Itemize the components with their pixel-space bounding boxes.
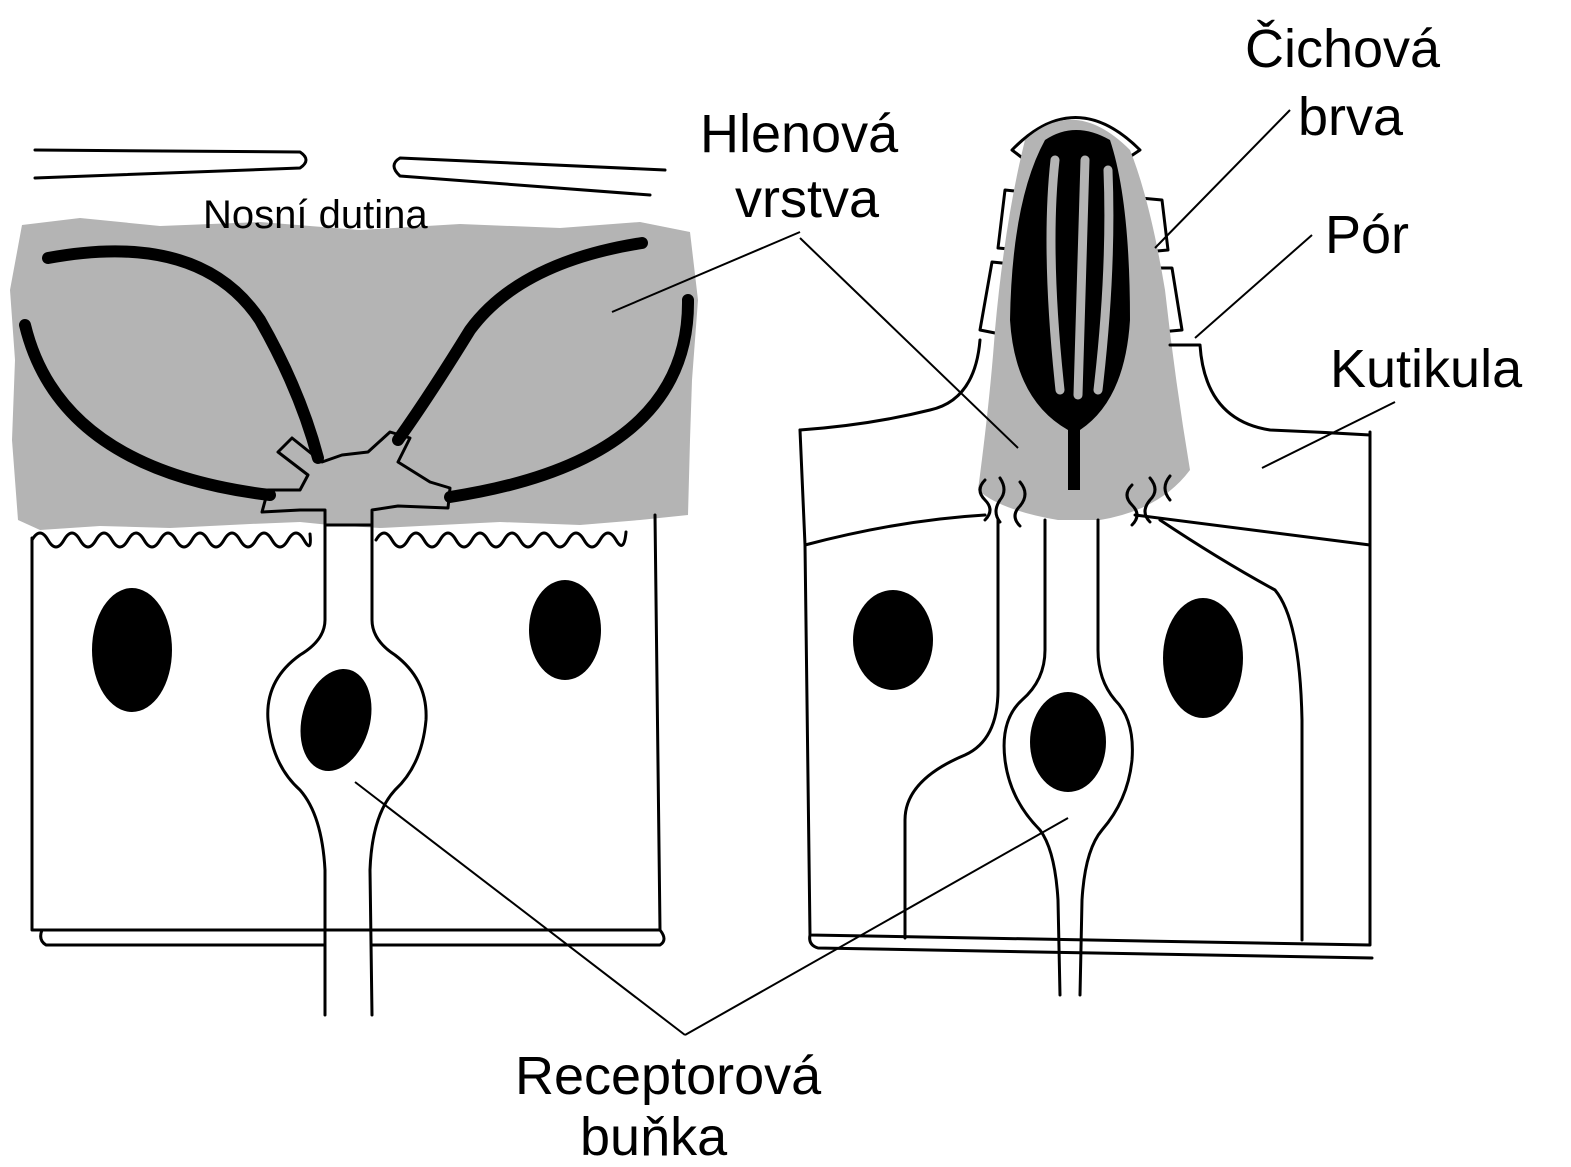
label-nasal-cavity: Nosní dutina — [203, 193, 428, 237]
leader-receptor-left — [355, 782, 685, 1035]
basal-membrane-left — [41, 930, 664, 945]
label-cilium-line1: Čichová — [1245, 19, 1441, 79]
mucus-layer-left — [10, 218, 698, 530]
label-receptor-line1: Receptorová — [515, 1046, 822, 1106]
insect-sensillum — [800, 118, 1372, 996]
microvilli-left — [32, 532, 626, 547]
receptor-nucleus-right — [1030, 692, 1106, 792]
basal-membrane-right — [810, 935, 1372, 958]
nasal-cavity-wall-left — [35, 150, 306, 178]
support-cell-boundary-2 — [1160, 520, 1302, 940]
support-cell-boundary-1 — [905, 520, 998, 938]
label-cilium-line2: brva — [1298, 87, 1404, 147]
label-mucus-line2: vrstva — [735, 169, 880, 229]
label-cuticle: Kutikula — [1330, 339, 1523, 399]
nasal-cavity-wall-right — [394, 158, 665, 195]
label-mucus-line1: Hlenová — [700, 104, 899, 164]
vertebrate-epithelium — [10, 150, 698, 1015]
leader-cuticle — [1262, 402, 1395, 468]
label-receptor-line2: buňka — [580, 1107, 728, 1167]
leader-pore — [1195, 235, 1312, 338]
support-nucleus-left-1 — [92, 588, 172, 712]
leader-cilium — [1155, 110, 1290, 248]
receptor-cell-left — [268, 525, 426, 1015]
label-pore: Pór — [1325, 205, 1409, 265]
support-nucleus-right-1 — [853, 590, 933, 690]
support-nucleus-left-2 — [529, 580, 601, 680]
leader-mucus-right — [800, 238, 1018, 448]
labels: Nosní dutina Hlenová vrstva Čichová brva… — [203, 19, 1523, 1167]
receptor-nucleus-left — [290, 661, 383, 779]
leader-receptor-right — [685, 818, 1068, 1035]
support-nucleus-right-2 — [1163, 598, 1243, 718]
